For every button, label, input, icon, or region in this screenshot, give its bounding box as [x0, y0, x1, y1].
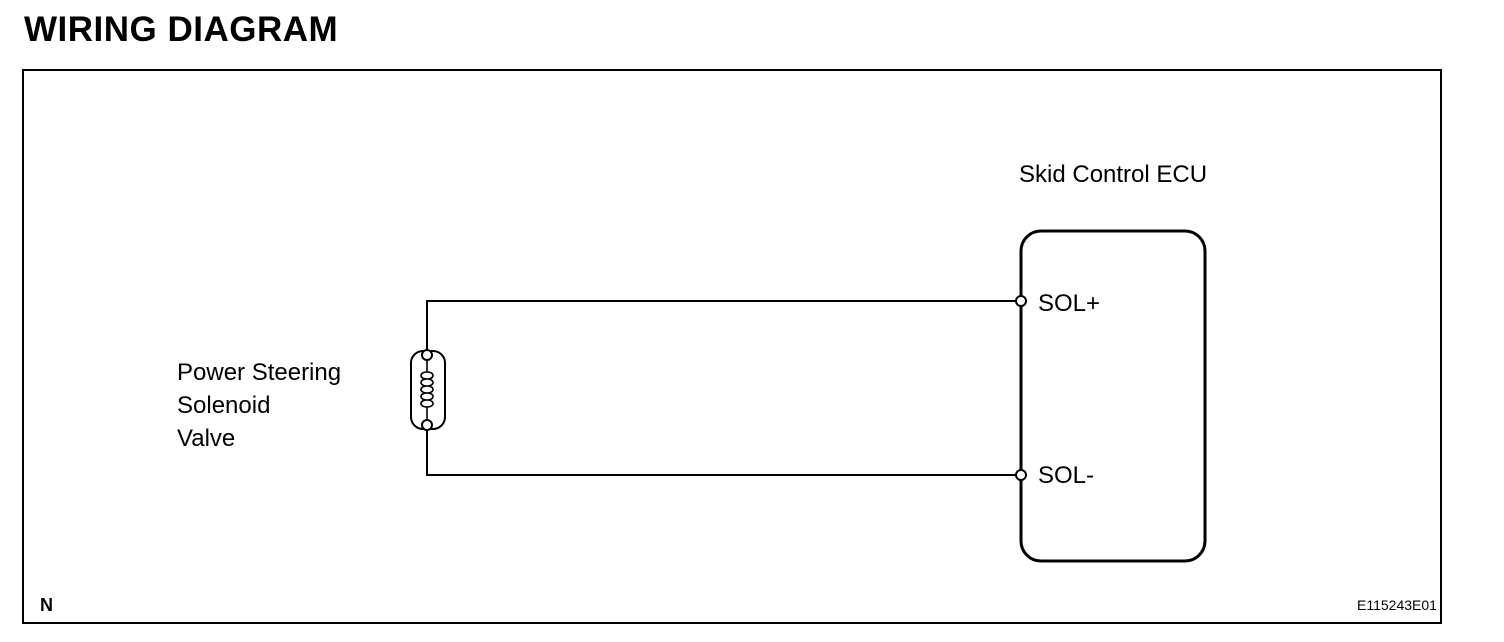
- terminal-sol-minus: [1015, 469, 1027, 481]
- solenoid-coil-icon: [410, 349, 446, 431]
- terminal-label-sol-minus: SOL-: [1038, 462, 1095, 489]
- diagram-frame: [22, 69, 1442, 624]
- solenoid-label-line-2: Solenoid: [177, 392, 271, 419]
- figure-code: E115243E01: [1357, 597, 1437, 613]
- corner-mark: N: [40, 595, 53, 615]
- wire-sol-plus: [426, 300, 1016, 355]
- solenoid-label-line-1: Power Steering: [177, 359, 342, 386]
- terminal-label-sol-plus: SOL+: [1038, 290, 1101, 317]
- wire-sol-minus: [426, 425, 1016, 476]
- solenoid-label-line-3: Valve: [177, 425, 236, 452]
- terminal-sol-plus: [1015, 295, 1027, 307]
- diagram-title: WIRING DIAGRAM: [24, 10, 339, 49]
- ecu-box: [1019, 229, 1207, 563]
- ecu-label: Skid Control ECU: [1019, 161, 1208, 188]
